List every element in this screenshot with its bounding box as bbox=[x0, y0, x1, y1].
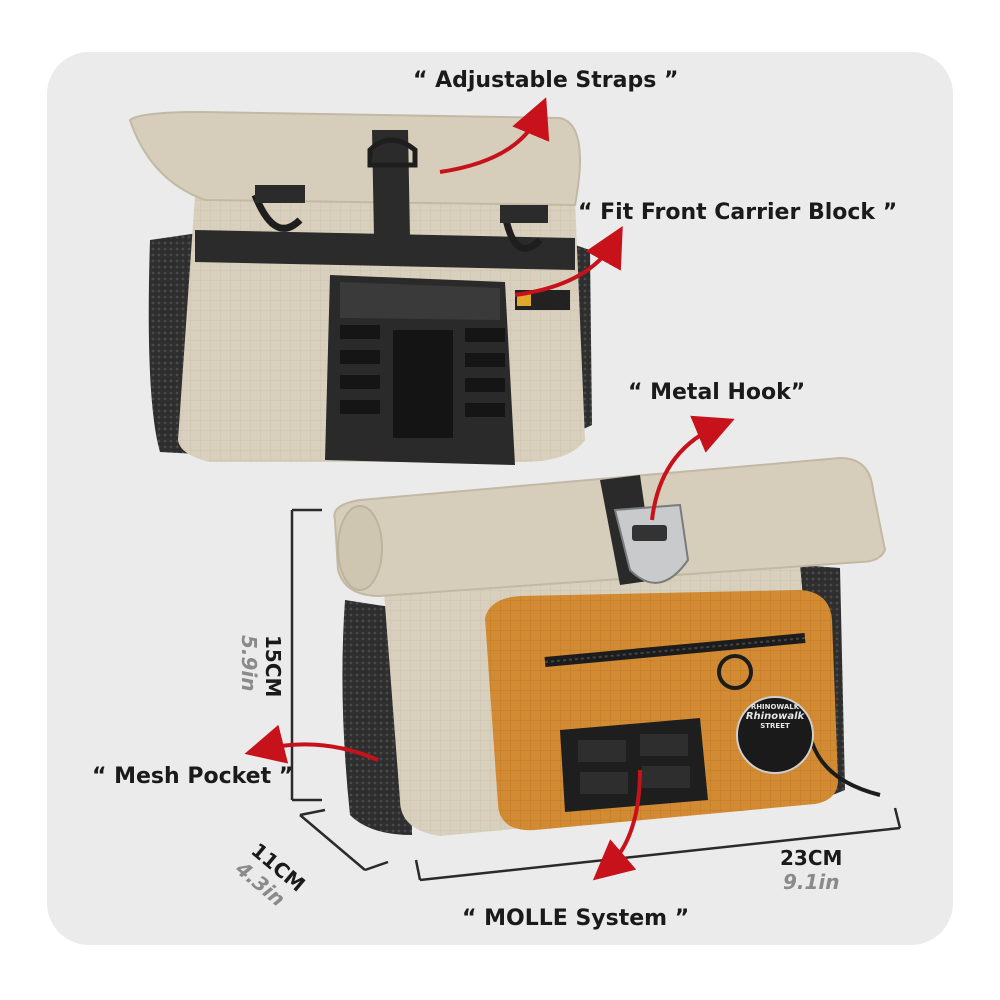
molle-panel bbox=[560, 718, 708, 812]
patch-top-text: RHINOWALK bbox=[750, 703, 800, 711]
top-bag-center-ring bbox=[367, 137, 418, 168]
arrow-carrier bbox=[514, 226, 623, 297]
top-bag-back-view bbox=[128, 110, 592, 465]
height-dimension: 15CM 5.9in bbox=[237, 635, 285, 697]
height-in: 5.9in bbox=[237, 635, 261, 692]
width-cm: 23CM bbox=[780, 846, 843, 870]
callout-metal-hook: “ Metal Hook” bbox=[628, 380, 806, 405]
height-cm: 15CM bbox=[261, 635, 285, 698]
arrow-mesh bbox=[244, 724, 379, 764]
patch-bottom-text: STREET bbox=[760, 722, 790, 730]
width-line bbox=[419, 826, 901, 882]
callout-adjustable-straps: “ Adjustable Straps ” bbox=[413, 68, 679, 93]
top-bag-roll-top bbox=[128, 110, 581, 207]
callout-molle-system: “ MOLLE System ” bbox=[462, 906, 690, 931]
top-bag-right-d-ring bbox=[501, 214, 543, 252]
brand-patch bbox=[736, 696, 814, 774]
arrow-straps bbox=[439, 97, 550, 174]
depth-line bbox=[299, 814, 366, 871]
patch-middle-text: Rhinowalk bbox=[745, 711, 805, 722]
width-dimension: 23CM 9.1in bbox=[780, 846, 842, 894]
arrow-hook bbox=[650, 415, 735, 521]
arrow-molle bbox=[592, 769, 642, 881]
callout-mesh-pocket: “ Mesh Pocket ” bbox=[92, 764, 294, 789]
top-bag-vertical-strap bbox=[372, 130, 410, 238]
width-in: 9.1in bbox=[782, 870, 840, 894]
dimension-lines bbox=[290, 508, 902, 882]
bottom-bag-front-view bbox=[333, 456, 887, 836]
callout-fit-front-carrier-block: “ Fit Front Carrier Block ” bbox=[578, 200, 898, 225]
top-bag-horizontal-strap bbox=[195, 230, 575, 270]
patch-text: RHINOWALK Rhinowalk STREET bbox=[742, 703, 808, 730]
metal-hook bbox=[613, 503, 690, 584]
callout-arrows bbox=[244, 97, 735, 881]
top-bag-left-d-ring bbox=[251, 193, 303, 232]
